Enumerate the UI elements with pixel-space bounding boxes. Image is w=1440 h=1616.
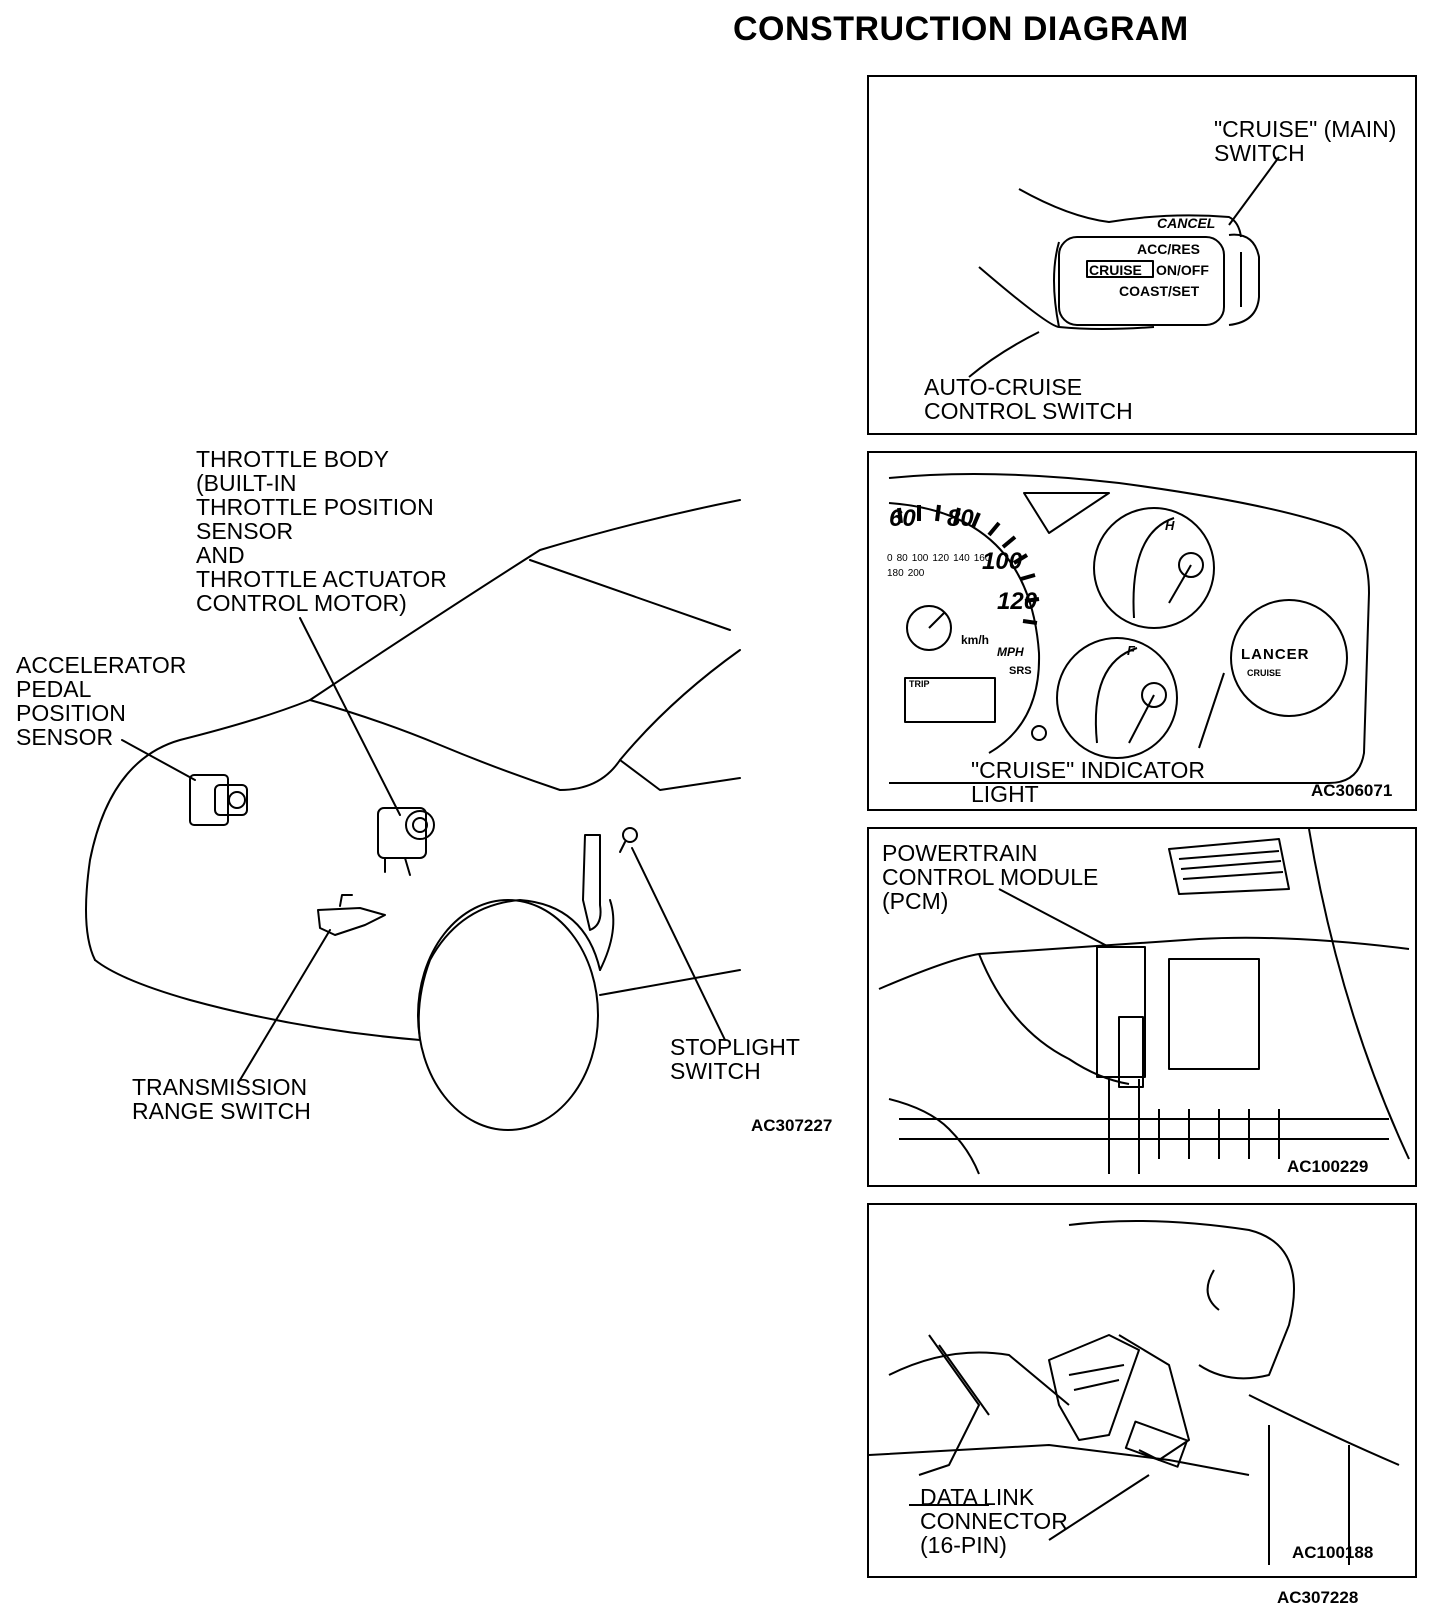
cluster-code: AC306071 [1311,781,1393,800]
dlc-illustration [869,1220,1400,1565]
auto-cruise-control-switch-label: AUTO-CRUISE CONTROL SWITCH [924,374,1133,424]
cruise-main-switch-label: "CRUISE" (MAIN) SWITCH [1214,116,1397,166]
instrument-cluster-illustration [888,473,1370,784]
pcm-illustration [878,829,1410,1175]
kmh-tick-label: 180 [887,568,904,579]
mph-unit-text: MPH [997,645,1024,659]
switch-cruise-text: CRUISE [1089,262,1142,278]
switch-acc-res-text: ACC/RES [1137,241,1201,257]
dlc-code: AC100188 [1292,1543,1374,1562]
trip-text: TRIP [909,679,930,689]
footer-code: AC307228 [1277,1588,1359,1607]
transmission-range-switch-label: TRANSMISSION RANGE SWITCH [132,1074,311,1124]
switch-cancel-text: CANCEL [1157,215,1216,231]
kmh-tick-label: 80 [896,553,908,564]
instrument-cluster-panel: 60 80 100 120 0 80 100 120 140 160 180 2… [867,451,1417,811]
kmh-scale: 0 80 100 120 140 160 180 200 [887,553,997,579]
pcm-panel: POWERTRAIN CONTROL MODULE (PCM) AC100229 [867,827,1417,1187]
kmh-tick-label: 0 [887,553,893,564]
speed-100-text: 100 [982,548,1023,575]
temp-h-text: H [1165,518,1175,533]
stoplight-switch-label: STOPLIGHT SWITCH [670,1034,800,1084]
page-title: CONSTRUCTION DIAGRAM [733,10,1189,48]
speed-60-text: 60 [889,505,916,532]
dlc-panel: DATA LINK CONNECTOR (16-PIN) AC100188 [867,1203,1417,1578]
kmh-tick-label: 140 [953,553,970,564]
kmh-tick-label: 160 [973,553,991,564]
kmh-tick-label: 120 [932,553,950,564]
cruise-small-text: CRUISE [1247,668,1282,678]
cruise-switch-panel: CANCEL ACC/RES CRUISE ON/OFF COAST/SET "… [867,75,1417,435]
fuel-f-text: F [1127,643,1135,658]
data-link-connector-label: DATA LINK CONNECTOR (16-PIN) [920,1484,1068,1558]
cruise-indicator-light-label: "CRUISE" INDICATOR LIGHT [971,757,1205,807]
cruise-switch-illustration [968,156,1280,378]
car-front-illustration [85,499,741,1131]
pcm-label: POWERTRAIN CONTROL MODULE (PCM) [882,840,1099,914]
kmh-tick-label: 200 [907,568,925,579]
accelerator-pedal-sensor-label: ACCELERATOR PEDAL POSITION SENSOR [16,652,187,750]
switch-on-off-text: ON/OFF [1156,262,1209,278]
lancer-text: LANCER [1241,646,1310,663]
main-figure-code: AC307227 [751,1116,833,1135]
kmh-unit-text: km/h [961,633,990,647]
pcm-code: AC100229 [1287,1157,1369,1176]
speed-120-text: 120 [997,588,1038,615]
kmh-tick-label: 100 [911,553,929,564]
switch-coast-set-text: COAST/SET [1119,283,1200,299]
throttle-body-label: THROTTLE BODY (BUILT-IN THROTTLE POSITIO… [196,446,447,616]
speed-80-text: 80 [947,505,974,532]
srs-text: SRS [1009,665,1032,677]
